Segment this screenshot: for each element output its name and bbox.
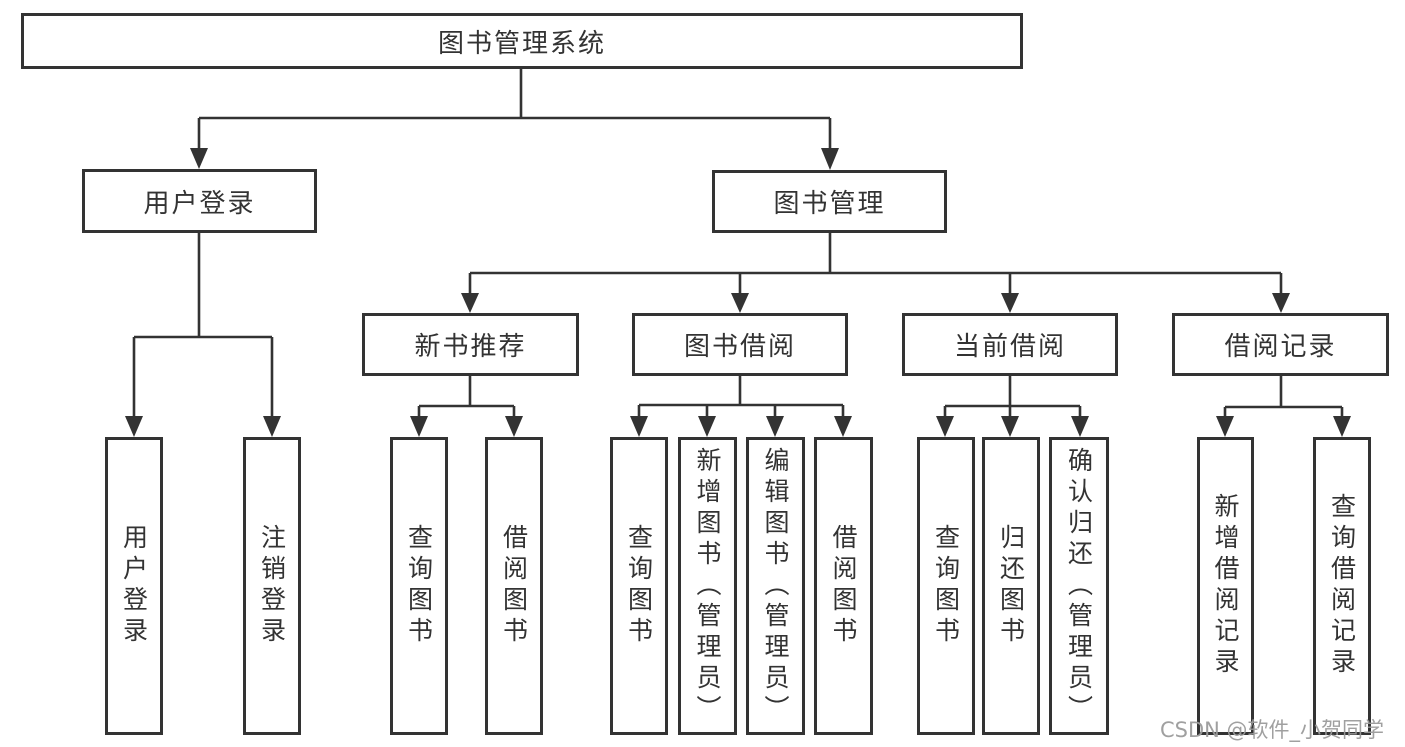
node-book-management-branch: 图书管理 <box>712 170 947 233</box>
leaf-borrow-books-label: 借阅图书 <box>829 524 858 648</box>
node-new-book-recommend-label: 新书推荐 <box>414 332 527 362</box>
leaf-query-borrow-record: 查询借阅记录 <box>1313 437 1371 735</box>
leaf-return-books-label: 归还图书 <box>996 524 1026 648</box>
node-user-login-branch-label: 用户登录 <box>143 188 256 219</box>
node-borrow-records: 借阅记录 <box>1172 313 1389 376</box>
leaf-edit-books-admin: 编辑图书（管理员） <box>746 437 805 735</box>
node-borrow-records-label: 借阅记录 <box>1224 332 1337 362</box>
leaf-return-books: 归还图书 <box>982 437 1040 735</box>
node-current-borrowing-label: 当前借阅 <box>953 332 1066 362</box>
leaf-add-books-admin-label: 新增图书（管理员） <box>693 446 722 726</box>
leaf-confirm-return-admin-label: 确认归还（管理员） <box>1064 446 1094 726</box>
node-user-login-branch: 用户登录 <box>82 169 317 233</box>
leaf-add-borrow-record: 新增借阅记录 <box>1197 437 1254 735</box>
node-book-borrowing: 图书借阅 <box>632 313 848 376</box>
leaf-query-books-recommend: 查询图书 <box>390 437 448 735</box>
leaf-add-borrow-record-label: 新增借阅记录 <box>1211 493 1240 679</box>
node-book-borrowing-label: 图书借阅 <box>683 332 796 362</box>
leaf-add-books-admin: 新增图书（管理员） <box>678 437 737 735</box>
leaf-borrow-books-recommend: 借阅图书 <box>485 437 543 735</box>
leaf-query-books-recommend-label: 查询图书 <box>404 524 434 648</box>
leaf-borrow-books: 借阅图书 <box>814 437 873 735</box>
leaf-query-books-borrowing: 查询图书 <box>610 437 668 735</box>
leaf-logout: 注销登录 <box>243 437 301 735</box>
leaf-query-books-current-label: 查询图书 <box>931 524 961 648</box>
leaf-query-books-borrowing-label: 查询图书 <box>624 524 654 648</box>
leaf-query-borrow-record-label: 查询借阅记录 <box>1327 493 1357 679</box>
node-root-label: 图书管理系统 <box>437 28 606 59</box>
node-current-borrowing: 当前借阅 <box>902 313 1118 376</box>
node-book-management-branch-label: 图书管理 <box>773 189 886 219</box>
csdn-watermark: CSDN @软件_小贺同学 <box>1160 718 1385 742</box>
leaf-user-login-label: 用户登录 <box>119 524 149 648</box>
leaf-query-books-current: 查询图书 <box>917 437 975 735</box>
node-root: 图书管理系统 <box>21 13 1023 69</box>
leaf-borrow-books-recommend-label: 借阅图书 <box>499 524 529 648</box>
leaf-confirm-return-admin: 确认归还（管理员） <box>1049 437 1109 735</box>
leaf-user-login: 用户登录 <box>105 437 163 735</box>
node-new-book-recommend: 新书推荐 <box>362 313 579 376</box>
leaf-logout-label: 注销登录 <box>257 524 287 648</box>
leaf-edit-books-admin-label: 编辑图书（管理员） <box>761 446 790 726</box>
